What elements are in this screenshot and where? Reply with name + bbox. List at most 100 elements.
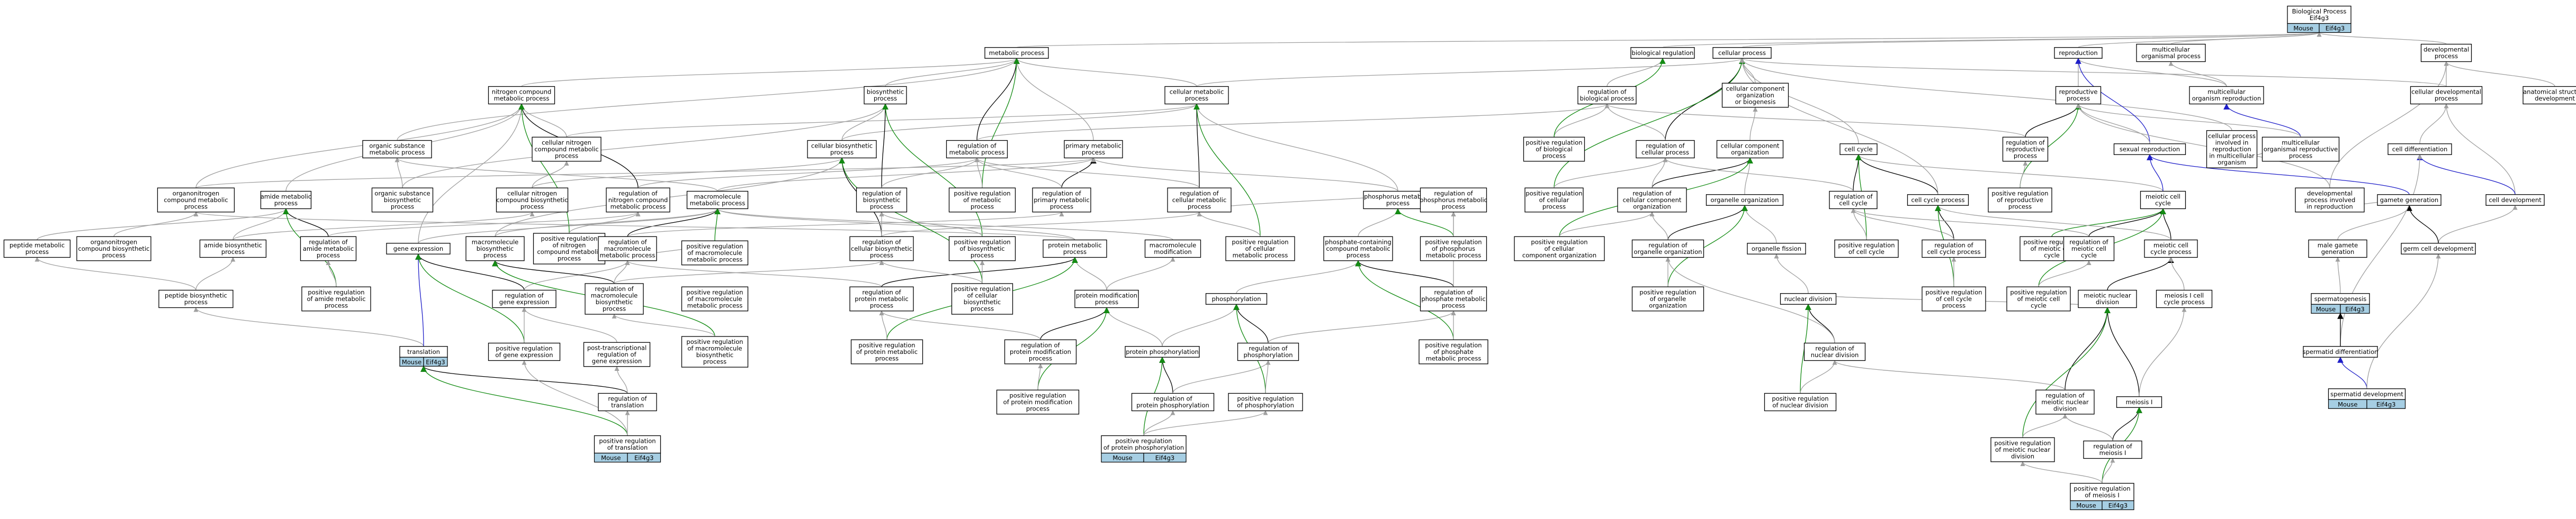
edge-posregrp2-to-mcc <box>2051 208 2166 237</box>
edge-posregcp-to-cp <box>1554 58 1745 188</box>
node-box <box>2002 136 2049 162</box>
node-box <box>2113 143 2186 155</box>
node-box <box>2303 346 2378 358</box>
edge-pmp-to-mp <box>1014 58 1094 141</box>
edge-posregphmp-to-phmp <box>1395 208 1454 237</box>
edge-cmp-to-cp <box>1196 58 1745 87</box>
annotation-badge <box>1143 452 1187 463</box>
edge-posregcco-to-regcco <box>1559 211 1655 237</box>
node-box <box>2116 396 2162 408</box>
node-box <box>598 236 657 261</box>
edge-reggeneexp-to-geneexp <box>415 253 525 290</box>
node-box <box>594 435 661 454</box>
node-box <box>492 289 557 308</box>
edge-regphos-to-phos <box>1233 304 1269 343</box>
edge-posregmmp-to-mmp <box>714 208 721 241</box>
node-box <box>681 240 749 266</box>
go-node-ccp: cell cycle process <box>1907 194 1969 206</box>
edge-mmp-to-osmp <box>394 157 718 192</box>
annotation-badge-label: Mouse <box>402 358 421 366</box>
node-box <box>807 140 877 159</box>
node-box <box>2377 194 2442 206</box>
annotation-badge <box>2102 500 2134 511</box>
annotation-badge-label: Mouse <box>2076 502 2096 509</box>
annotation-badge-label: Mouse <box>2338 400 2357 408</box>
edge-mmp-to-pmp <box>717 157 1096 192</box>
node-box <box>996 389 1080 415</box>
edge-meiosisI-to-meioticnd <box>2104 307 2140 397</box>
edge-phos-to-pccmp <box>1236 260 1361 294</box>
edge-regmmp-to-regpmp <box>627 211 1064 237</box>
edge-mcc-to-cellcycle <box>1856 154 2164 192</box>
annotation-badge <box>423 357 448 367</box>
node-box <box>260 190 312 210</box>
edge-posregpmp-to-regprotmp <box>879 310 887 340</box>
edge-posregcbp-to-regcbp <box>879 260 983 284</box>
node-box <box>1225 236 1295 261</box>
node-label: spermatogenesis <box>2314 295 2367 303</box>
annotation-badge-label: Eif4g3 <box>426 358 445 366</box>
node-box <box>583 342 651 367</box>
annotation-badge-label: Eif4g3 <box>2108 502 2128 509</box>
edge-cpimo-to-cp <box>1739 58 2232 131</box>
edge-regphosmp-to-pccmp <box>1355 260 1454 287</box>
edge-cellcycle-to-cp <box>1739 58 1859 144</box>
edge-protmod-to-macromod <box>1106 257 1175 290</box>
node-label: organelle organization <box>1711 196 1779 204</box>
edge-regcc-to-cellcycle <box>1853 154 1862 192</box>
edge-cbp-to-cmp <box>841 103 1199 141</box>
node-label: phosphorylation <box>1211 295 1261 303</box>
node-box <box>2523 86 2576 105</box>
node-box <box>1101 435 1187 454</box>
go-node-protphos: protein phosphorylation <box>1125 346 1200 358</box>
edge-spermgen-to-mgd <box>2335 257 2341 294</box>
node-box <box>1780 293 1837 305</box>
go-node-cellcycle: cell cycle <box>1839 143 1878 155</box>
node-box <box>157 187 235 213</box>
edge-protmod-to-protmp <box>1072 257 1107 290</box>
edge-mp-to-bp <box>1016 32 2321 48</box>
edge-mrp-to-rp <box>2076 103 2301 138</box>
node-box <box>1323 236 1393 261</box>
